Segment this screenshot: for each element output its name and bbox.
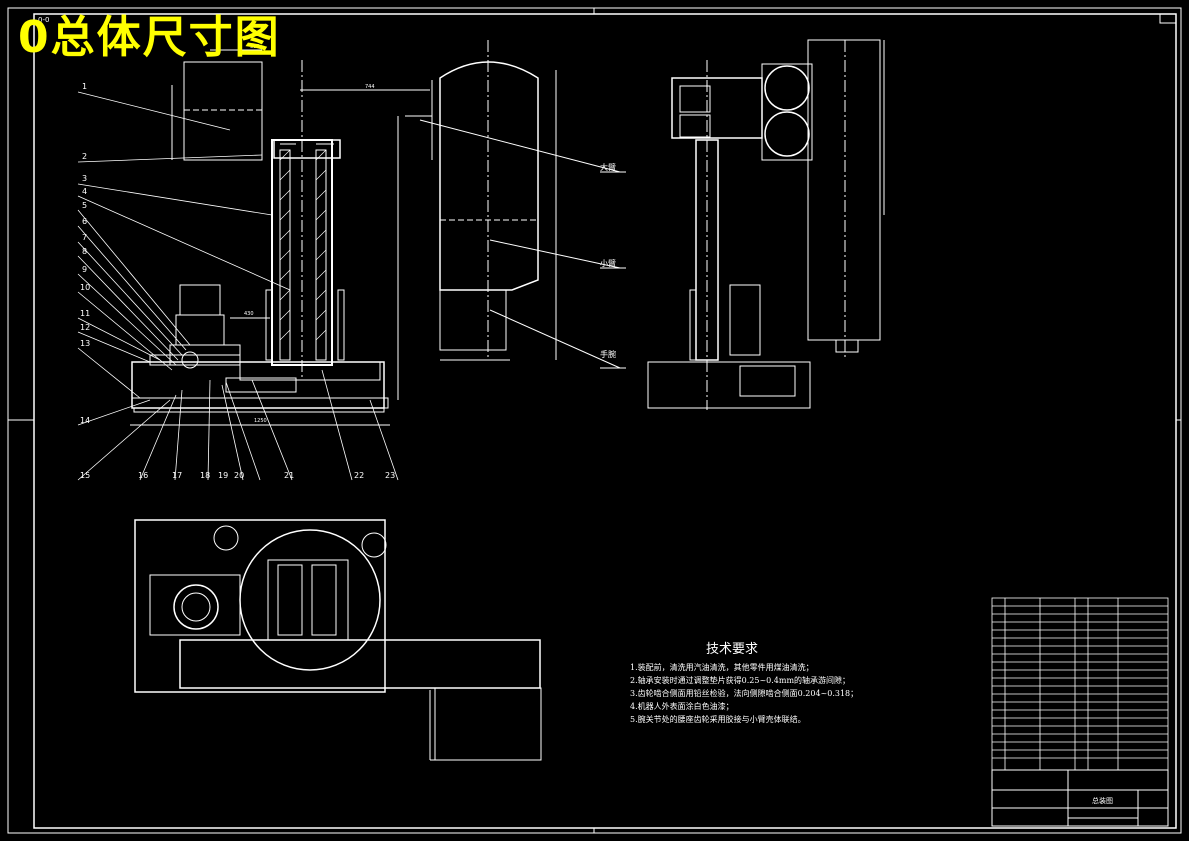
corner-label: 0-0	[38, 16, 49, 24]
right-view	[647, 39, 885, 410]
part-number: 22	[354, 471, 364, 480]
part-number: 6	[82, 217, 87, 226]
part-number: 8	[82, 247, 87, 256]
callout-big-arm: 大臂	[600, 162, 616, 172]
top-view	[134, 519, 542, 761]
parts-list	[991, 597, 1169, 771]
tech-requirement-line: 2.轴承安装时通过调整垫片获得0.25~0.4mm的轴承游间隙；	[630, 676, 851, 685]
part-number: 14	[80, 416, 90, 425]
part-number: 20	[234, 471, 244, 480]
part-number: 3	[82, 174, 87, 183]
part-number: 13	[80, 339, 90, 348]
drawing-title: 0总体尺寸图	[18, 12, 281, 63]
part-number: 5	[82, 201, 87, 210]
part-number: 9	[82, 265, 87, 274]
part-number: 11	[80, 309, 90, 318]
part-leaders	[77, 91, 399, 481]
part-number: 12	[80, 323, 90, 332]
tech-requirement-line: 4.机器人外表面涂白色油漆；	[630, 702, 734, 711]
tech-requirement-line: 5.腕关节处的腰座齿轮采用胶接与小臂壳体联结。	[630, 715, 806, 724]
part-number: 15	[80, 471, 90, 480]
tech-requirement-line: 3.齿轮啮合侧面用铅丝检验，法向侧隙啮合侧面0.204~0.318；	[630, 689, 859, 698]
part-number: 1	[82, 82, 87, 91]
tech-requirement-line: 1.装配前，清洗用汽油清洗，其他零件用煤油清洗；	[630, 663, 814, 672]
title-block	[991, 769, 1169, 827]
svg-text:744: 744	[365, 84, 375, 90]
tech-requirements-title: 技术要求	[706, 642, 759, 657]
part-number: 7	[82, 233, 87, 242]
part-number: 2	[82, 152, 87, 161]
svg-text:430: 430	[244, 311, 254, 317]
part-number-labels: 1 2 3 4 5 6 7 8 9 10 11 12 13 14 15 16 1…	[80, 82, 395, 480]
part-number: 16	[138, 471, 148, 480]
side-view	[419, 40, 626, 369]
callout-small-arm: 小臂	[600, 258, 616, 268]
callout-wrist: 手腕	[600, 349, 616, 359]
svg-text:360: 360	[250, 44, 260, 50]
inner-border	[33, 13, 1177, 829]
part-number: 4	[82, 187, 87, 196]
part-number: 19	[218, 471, 228, 480]
part-number: 21	[284, 471, 294, 480]
part-number: 23	[385, 471, 395, 480]
part-number: 18	[200, 471, 210, 480]
svg-text:1250: 1250	[254, 418, 267, 424]
front-view: 360 744 430 1250	[130, 44, 433, 426]
part-number: 10	[80, 283, 90, 292]
part-number: 17	[172, 471, 182, 480]
drawing-name: 总装图	[1092, 796, 1113, 805]
